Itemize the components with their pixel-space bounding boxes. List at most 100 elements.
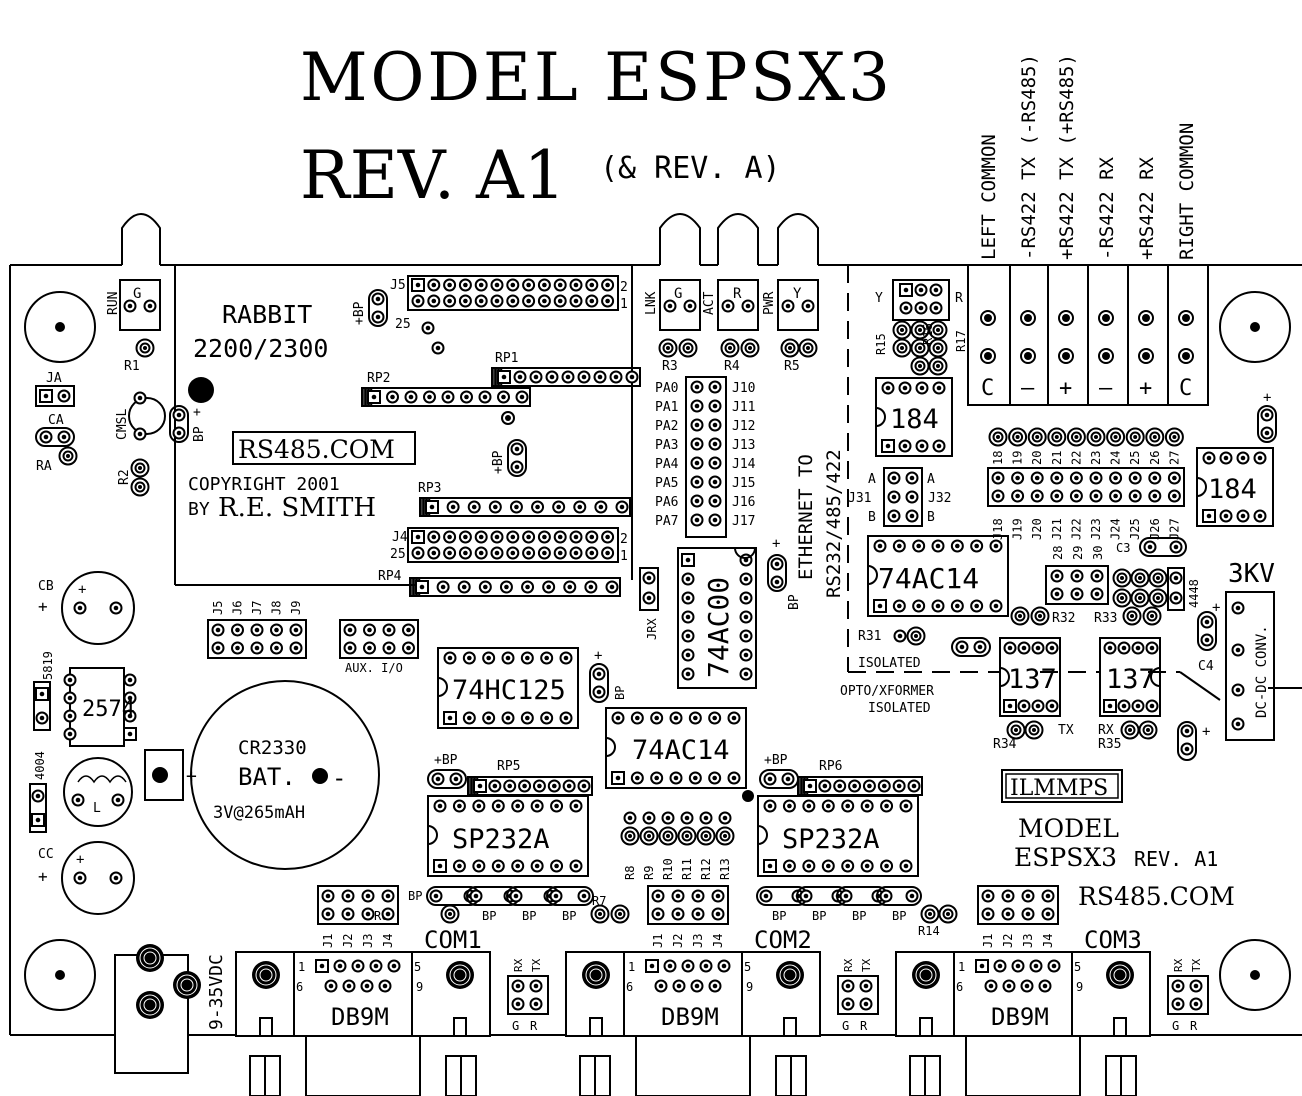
rabbit-module: RABBIT 2200/2300 RS485.COM COPYRIGHT 200… [174, 265, 633, 586]
svg-text:CA: CA [48, 413, 64, 428]
terminal-label: -RS422 TX (-RS485) [1018, 54, 1040, 260]
svg-text:74AC00: 74AC00 [702, 577, 735, 678]
svg-text:+: + [76, 852, 84, 868]
svg-text:RABBIT: RABBIT [222, 300, 312, 329]
jumper-number: 24 [1109, 451, 1123, 465]
jumper-label: J8 [270, 601, 284, 615]
svg-text:ISOLATED: ISOLATED [868, 701, 931, 716]
j-label: J14 [732, 457, 756, 472]
com-jumper-label: J1 [981, 934, 995, 948]
svg-text:RS232/485/422: RS232/485/422 [823, 449, 845, 598]
com-jumper-label: J2 [671, 934, 685, 948]
svg-text:1: 1 [958, 960, 965, 974]
svg-text:JRX: JRX [645, 618, 659, 640]
com-jumper-label: J4 [1041, 934, 1055, 948]
svg-text:BP: BP [892, 909, 906, 923]
terminal-mark: — [1021, 376, 1035, 401]
svg-text:COPYRIGHT 2001: COPYRIGHT 2001 [188, 474, 340, 495]
svg-text:+: + [1212, 600, 1220, 616]
svg-text:A: A [868, 472, 876, 487]
svg-text:25: 25 [395, 317, 411, 332]
header-j5: J5 2 1 25 [390, 275, 628, 332]
svg-text:BP: BP [192, 426, 207, 442]
jumper-number: 27 [1167, 451, 1181, 465]
svg-text:ISOLATED: ISOLATED [858, 656, 921, 671]
jumper-label: J7 [250, 601, 264, 615]
svg-text:RX: RX [1172, 958, 1185, 972]
svg-text:RP1: RP1 [495, 351, 518, 366]
svg-text:R3: R3 [662, 359, 678, 374]
svg-text:TX: TX [530, 958, 543, 972]
svg-text:137: 137 [1008, 664, 1057, 695]
pa-label: PA6 [655, 495, 678, 510]
led-pwr: Y PWR [762, 213, 819, 331]
svg-text:30: 30 [1091, 546, 1105, 560]
svg-text:R5: R5 [784, 359, 800, 374]
jumper-number: 23 [1089, 451, 1103, 465]
svg-text:B: B [927, 510, 935, 525]
com-jumper-label: J3 [691, 934, 705, 948]
terminal-block: C—+—+C [967, 264, 1209, 406]
svg-text:+BP: +BP [764, 753, 788, 768]
svg-text:C4: C4 [1198, 659, 1214, 674]
svg-text:9-35VDC: 9-35VDC [206, 954, 227, 1030]
svg-text:74AC14: 74AC14 [632, 735, 730, 766]
svg-text:5: 5 [414, 960, 421, 974]
resistor-label: R12 [699, 858, 713, 880]
svg-text:J32: J32 [928, 491, 951, 506]
svg-text:BP: BP [812, 909, 826, 923]
svg-text:Y: Y [875, 291, 883, 306]
svg-text:184: 184 [890, 404, 939, 435]
chip-184-a: 184 [875, 377, 953, 457]
svg-text:RX: RX [1098, 723, 1114, 738]
svg-text:3V@265mAH: 3V@265mAH [213, 803, 305, 823]
svg-text:4448: 4448 [1187, 579, 1201, 608]
pa-label: PA1 [655, 400, 678, 415]
jumper-label: J24 [1109, 518, 1123, 540]
isolation-boundary: ISOLATED OPTO/XFORMER ISOLATED [840, 265, 1302, 716]
jumper-number: 18 [991, 451, 1005, 465]
jumper-number: 21 [1050, 451, 1064, 465]
svg-text:RS485.COM: RS485.COM [1078, 882, 1235, 911]
header-j4: J4 25 2 1 [390, 527, 628, 564]
bp-bottom-pads: BP R6 BP BP BP R7 BP BP BP BP R14 [374, 886, 958, 938]
svg-text:R17: R17 [954, 330, 968, 352]
terminal-label: +RS422 TX (+RS485) [1056, 54, 1078, 260]
svg-text:RP5: RP5 [497, 759, 520, 774]
svg-text:AUX. I/O: AUX. I/O [345, 661, 403, 675]
cap-c4: + C4 + [1177, 600, 1220, 761]
svg-text:137: 137 [1106, 664, 1155, 695]
svg-text:BP: BP [787, 594, 802, 610]
svg-text:1: 1 [298, 960, 305, 974]
svg-text:25: 25 [390, 547, 406, 562]
svg-text:J4: J4 [392, 530, 408, 545]
svg-text:J5: J5 [390, 278, 406, 293]
left-components: JA CA RA R1 CMSL R2 CB + + 5819 2574 400… [29, 338, 166, 915]
svg-text:5: 5 [744, 960, 751, 974]
svg-text:SP232A: SP232A [782, 824, 880, 855]
svg-text:CMSL: CMSL [115, 409, 130, 440]
jumper-label: J9 [289, 601, 303, 615]
svg-text:6: 6 [956, 980, 963, 994]
svg-text:1: 1 [620, 549, 628, 564]
j-label: J11 [732, 400, 755, 415]
com-port-name: COM2 [754, 926, 812, 954]
j-label: J17 [732, 514, 755, 529]
svg-text:OPTO/XFORMER: OPTO/XFORMER [840, 684, 934, 699]
com-jumper-label: J4 [711, 934, 725, 948]
jumper-label: J19 [1011, 518, 1025, 540]
svg-text:G: G [674, 286, 682, 302]
svg-text:+BP: +BP [352, 301, 367, 325]
ethernet-label: ETHERNET TO RS232/485/422 + BP [767, 449, 845, 610]
com-jumper-label: J3 [361, 934, 375, 948]
terminal-mark: + [1139, 376, 1152, 401]
svg-text:R: R [860, 1019, 868, 1033]
led-act: R ACT [702, 213, 759, 331]
svg-text:R: R [530, 1019, 538, 1033]
com-jumper-label: J1 [321, 934, 335, 948]
svg-text:TX: TX [860, 958, 873, 972]
svg-text:4004: 4004 [33, 751, 47, 780]
svg-text:RX: RX [512, 958, 525, 972]
